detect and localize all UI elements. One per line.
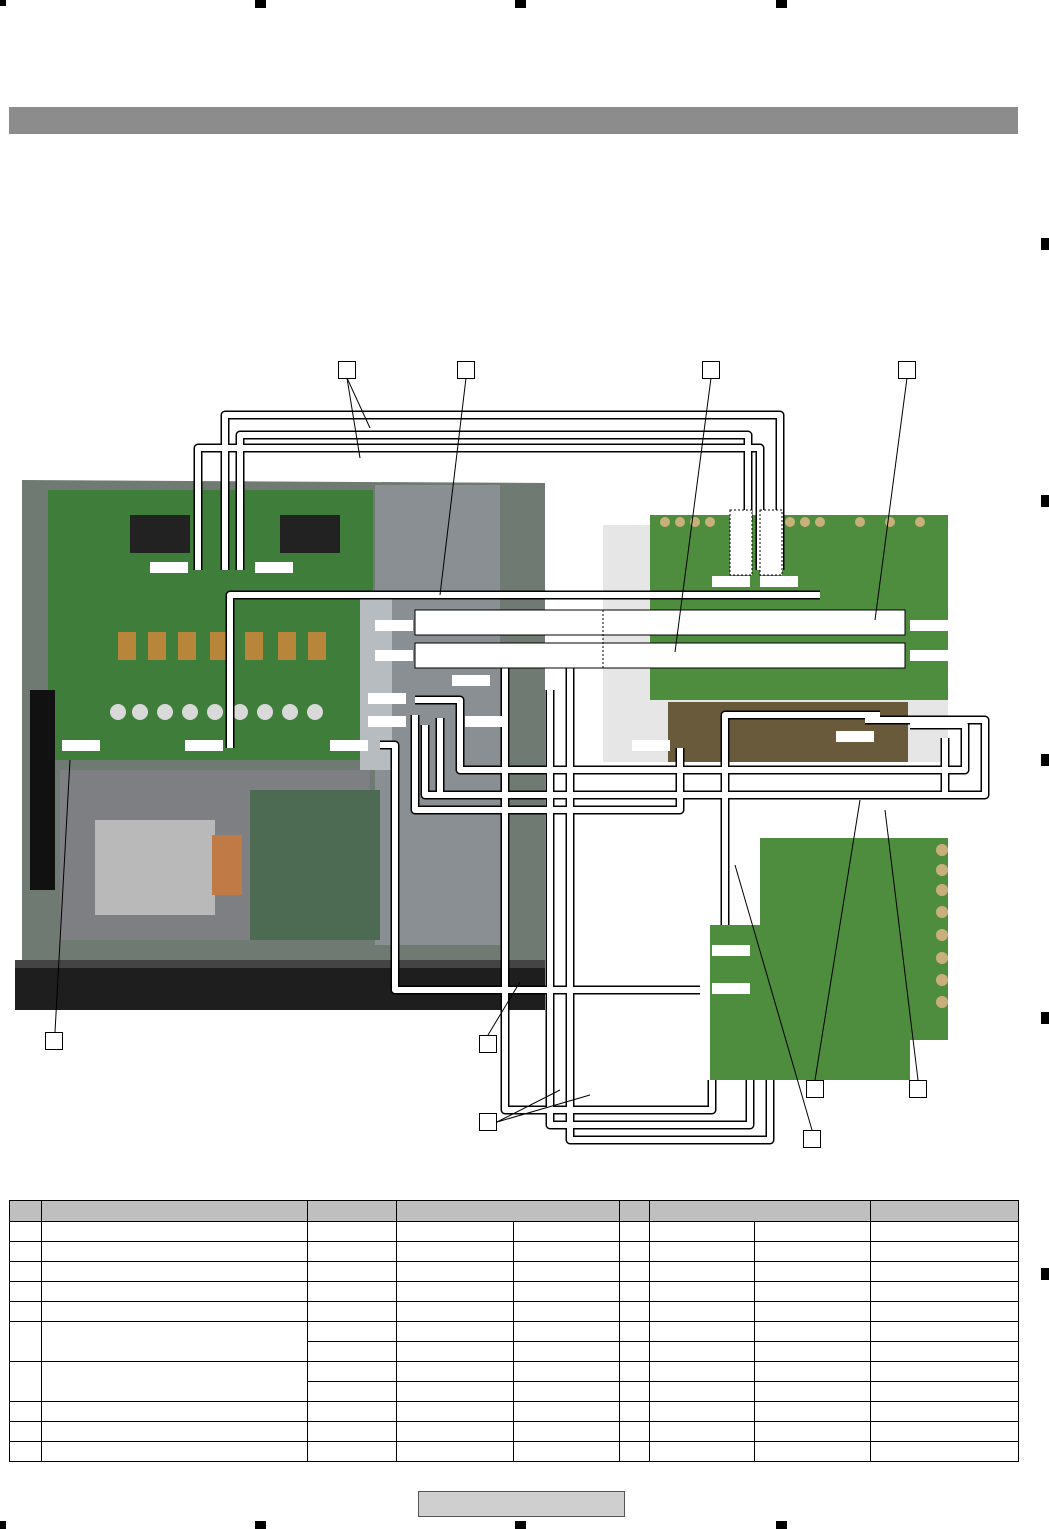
rear-io-pcb bbox=[650, 515, 948, 700]
callout-box bbox=[806, 1080, 824, 1098]
dashed-connector-area-2 bbox=[759, 509, 783, 576]
registration-mark-right-3 bbox=[1041, 754, 1049, 766]
registration-mark-top-3 bbox=[776, 0, 787, 8]
callout-box bbox=[479, 1035, 497, 1053]
dashed-connector-area-1 bbox=[729, 509, 753, 576]
registration-mark-top-left bbox=[0, 0, 6, 6]
callout-box bbox=[45, 1032, 63, 1050]
table-row bbox=[9, 1421, 1019, 1442]
video-board-photo bbox=[710, 838, 948, 1080]
registration-mark-top-2 bbox=[515, 0, 526, 8]
flat-cable-strip-2 bbox=[414, 642, 906, 669]
registration-mark-bottom-1 bbox=[255, 1521, 266, 1529]
callout-box bbox=[803, 1130, 821, 1148]
table-row bbox=[9, 1441, 1019, 1462]
table-header-row bbox=[9, 1200, 1019, 1222]
table-row bbox=[9, 1281, 1019, 1302]
table-header-cell bbox=[649, 1200, 871, 1222]
psu-pcb bbox=[250, 790, 380, 940]
section-header-bar bbox=[9, 107, 1018, 134]
table-row bbox=[9, 1261, 1019, 1282]
table-row bbox=[9, 1361, 1019, 1402]
table-row bbox=[9, 1301, 1019, 1322]
callout-box bbox=[338, 361, 356, 379]
parts-table bbox=[9, 1200, 1019, 1462]
speaker-terminal-block-right bbox=[280, 515, 340, 553]
callout-box bbox=[457, 361, 475, 379]
page-number-box bbox=[418, 1491, 625, 1517]
registration-mark-right-2 bbox=[1041, 495, 1049, 507]
table-header-cell bbox=[307, 1200, 397, 1222]
table-header-cell bbox=[619, 1200, 650, 1222]
table-row bbox=[9, 1321, 1019, 1362]
callout-box bbox=[702, 361, 720, 379]
table-row bbox=[9, 1221, 1019, 1242]
registration-mark-right-5 bbox=[1041, 1268, 1049, 1280]
transformer bbox=[95, 820, 215, 915]
callout-box bbox=[909, 1080, 927, 1098]
table-header-cell bbox=[870, 1200, 1019, 1222]
registration-mark-right-1 bbox=[1041, 238, 1049, 250]
table-header-cell bbox=[9, 1200, 42, 1222]
registration-mark-bottom-3 bbox=[776, 1521, 787, 1529]
table-row bbox=[10, 1341, 1019, 1362]
speaker-terminal-block-left bbox=[130, 515, 190, 553]
registration-mark-bottom-left bbox=[0, 1521, 6, 1529]
flat-cable-strip-1 bbox=[414, 609, 906, 636]
registration-mark-top-1 bbox=[255, 0, 266, 8]
transformer-coil bbox=[212, 835, 242, 895]
table-row bbox=[9, 1401, 1019, 1422]
callout-box bbox=[479, 1113, 497, 1131]
table-header-cell bbox=[41, 1200, 308, 1222]
front-panel-top-edge bbox=[15, 960, 545, 968]
registration-mark-bottom-2 bbox=[515, 1521, 526, 1529]
table-header-cell bbox=[396, 1200, 620, 1222]
wire-harness bbox=[30, 690, 55, 890]
callout-box bbox=[898, 361, 916, 379]
table-row bbox=[9, 1241, 1019, 1262]
registration-mark-right-4 bbox=[1041, 1012, 1049, 1024]
